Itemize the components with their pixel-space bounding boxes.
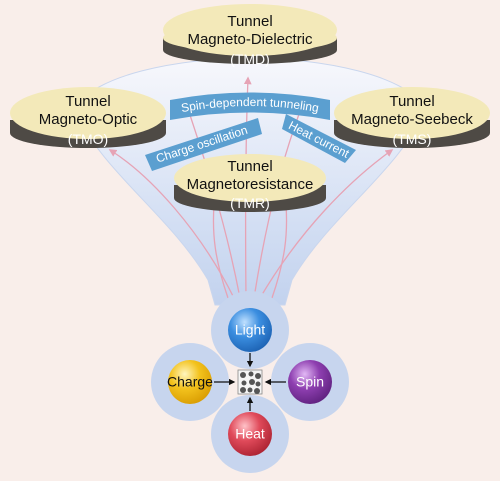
node-heat: Heat [228, 412, 272, 456]
tmo-abbr: (TMO) [68, 131, 108, 147]
tmo-line2: Magneto-Optic [39, 111, 138, 128]
tmr-abbr: (TMR) [230, 195, 270, 211]
crystal-icon [237, 369, 263, 395]
tms-abbr: (TMS) [393, 131, 432, 147]
tms-line2: Magneto-Seebeck [351, 111, 473, 128]
tmo-line1: Tunnel [65, 93, 110, 110]
tmd-abbr: (TMD) [230, 51, 270, 67]
tmd-line2: Magneto-Dielectric [187, 31, 313, 48]
disk-tmr: Tunnel Magnetoresistance (TMR) [174, 154, 326, 212]
tms-line1: Tunnel [389, 93, 434, 110]
node-spin: Spin [288, 360, 332, 404]
tmd-line1: Tunnel [227, 13, 272, 30]
node-charge: Charge [167, 360, 213, 404]
node-spin-label: Spin [296, 374, 324, 390]
node-heat-label: Heat [235, 426, 265, 442]
svg-text:Spin-dependent tunneling: Spin-dependent tunneling [180, 95, 320, 115]
tmr-line1: Tunnel [227, 158, 272, 175]
disk-tms: Tunnel Magneto-Seebeck (TMS) [334, 87, 490, 148]
node-light: Light [228, 308, 272, 352]
disk-tmo: Tunnel Magneto-Optic (TMO) [10, 87, 166, 148]
node-charge-label: Charge [167, 374, 213, 390]
ribbon-spin-tunneling: Spin-dependent tunneling [170, 92, 330, 120]
node-light-label: Light [235, 322, 265, 338]
tmr-line2: Magnetoresistance [187, 176, 314, 193]
disk-tmd: Tunnel Magneto-Dielectric (TMD) [163, 4, 337, 67]
input-arrows [214, 353, 286, 411]
ribbon-spin-tunneling-label: Spin-dependent tunneling [180, 95, 320, 115]
